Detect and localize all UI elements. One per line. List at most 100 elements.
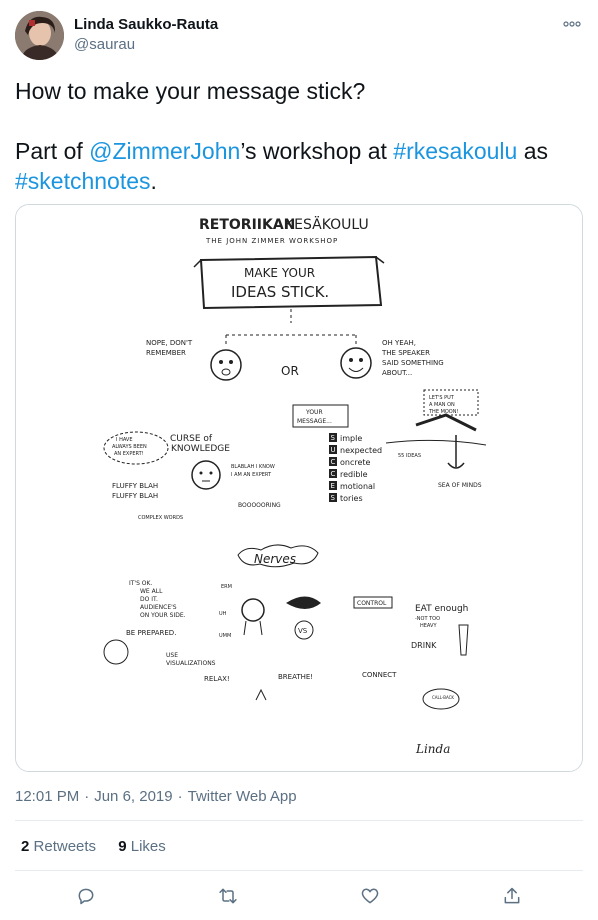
divider: [15, 820, 583, 821]
your-message-2: MESSAGE...: [297, 418, 332, 425]
callback-text: CALL-BACK: [432, 695, 454, 700]
tip-1d: AUDIENCE'S: [140, 604, 177, 611]
tip-1a: IT'S OK.: [129, 580, 152, 587]
tweet-source[interactable]: Twitter Web App: [187, 788, 297, 805]
success-letter: C: [331, 470, 336, 478]
banner-line-2: IDEAS STICK.: [231, 283, 329, 301]
author-name[interactable]: Linda Saukko-Rauta: [74, 16, 219, 33]
tweet-text: How to make your message stick? Part of …: [15, 76, 580, 196]
share-icon: [504, 887, 520, 904]
moon-2: A MAN ON: [429, 402, 455, 408]
moon-1: LET'S PUT: [429, 395, 455, 401]
nerves-title: Nerves: [254, 552, 296, 566]
like-button[interactable]: [355, 884, 385, 908]
tip-2: BE PREPARED.: [126, 629, 176, 637]
expert-1: I HAVE: [116, 437, 133, 443]
umm-text: UMM: [219, 633, 231, 639]
success-list: S imple U nexpected C oncrete C redible …: [329, 433, 382, 503]
brand-light: KESÄKOULU: [285, 215, 369, 233]
yeah-2: THE SPEAKER: [381, 349, 430, 357]
meta-separator: ·: [177, 788, 183, 805]
uh-text: UH: [219, 611, 227, 617]
tweet-image[interactable]: RETORIIKAN KESÄKOULU THE JOHN ZIMMER WOR…: [15, 204, 583, 772]
curse-1: CURSE of: [170, 434, 213, 444]
curse-2: KNOWLEDGE: [171, 444, 230, 454]
blah-1: FLUFFY BLAH: [112, 482, 158, 490]
tip-7: DRINK: [411, 641, 437, 650]
retweets-stat[interactable]: 2 Retweets: [21, 838, 96, 855]
text-fragment: .: [150, 168, 157, 194]
sketchnote-drawing: RETORIIKAN KESÄKOULU THE JOHN ZIMMER WOR…: [16, 205, 582, 771]
success-word: redible: [340, 470, 368, 479]
success-word: oncrete: [340, 458, 371, 467]
meta-separator: ·: [84, 788, 90, 805]
likes-stat[interactable]: 9 Likes: [118, 838, 166, 855]
know-2: I AM AN EXPERT: [231, 472, 272, 478]
tweet-meta: 12:01 PM·Jun 6, 2019·Twitter Web App: [15, 788, 297, 805]
share-button[interactable]: [497, 884, 527, 908]
tip-1e: ON YOUR SIDE.: [140, 612, 186, 619]
expert-3: AN EXPERT!: [114, 451, 144, 457]
tweet-line-2: Part of @ZimmerJohn’s workshop at #rkesa…: [15, 136, 580, 196]
success-letter: C: [331, 458, 336, 466]
tweet-actions: [15, 880, 583, 912]
success-letter: E: [331, 482, 335, 490]
avatar[interactable]: [15, 11, 64, 60]
likes-label: Likes: [130, 838, 166, 855]
like-icon: [361, 888, 379, 904]
text-fragment: ’s workshop at: [240, 138, 394, 164]
signature: Linda: [415, 742, 450, 756]
author-handle[interactable]: @saurau: [74, 36, 136, 53]
success-letter: S: [331, 434, 336, 442]
brand-bold: RETORIIKAN: [199, 217, 295, 233]
success-word: motional: [340, 482, 375, 491]
retweets-count: 2: [21, 838, 30, 855]
reply-button[interactable]: [71, 884, 101, 908]
retweets-label: Retweets: [33, 838, 97, 855]
success-word: tories: [340, 494, 363, 503]
more-options-button[interactable]: [559, 14, 585, 34]
retweet-button[interactable]: [213, 884, 243, 908]
success-letter: S: [331, 494, 336, 502]
avatar-image: [15, 11, 64, 60]
text-fragment: as: [517, 138, 549, 164]
retweet-icon: [219, 888, 237, 904]
boring-text: BOOOOORING: [238, 502, 281, 509]
tip-6: CONNECT: [362, 671, 397, 679]
blah-2: FLUFFY BLAH: [112, 492, 158, 500]
or-text: OR: [281, 364, 299, 378]
tip-3b: VISUALIZATIONS: [166, 660, 216, 667]
tip-8a: EAT enough: [415, 604, 468, 614]
tweet-time[interactable]: 12:01 PM: [15, 788, 80, 805]
success-letter: U: [331, 446, 336, 454]
success-word: nexpected: [340, 446, 382, 455]
control-text: CONTROL: [357, 600, 387, 607]
tweet-line-1: How to make your message stick?: [15, 78, 366, 104]
more-icon: [563, 21, 581, 27]
vs-text: VS: [298, 627, 308, 635]
hashtag-link[interactable]: #sketchnotes: [15, 168, 151, 194]
likes-count: 9: [118, 838, 127, 855]
tip-1c: DO IT.: [140, 596, 158, 603]
erm-text: ERM: [221, 584, 232, 590]
reply-icon: [78, 888, 94, 905]
hashtag-link[interactable]: #rkesakoulu: [393, 138, 518, 164]
yeah-4: ABOUT...: [382, 369, 412, 377]
tip-5: BREATHE!: [278, 673, 313, 681]
tip-3a: USE: [166, 652, 178, 659]
sea-text: SEA OF MINDS: [438, 482, 482, 489]
tip-8b: -NOT TOO: [415, 616, 440, 622]
your-message-1: YOUR: [305, 409, 323, 416]
divider: [15, 870, 583, 871]
tweet-date[interactable]: Jun 6, 2019: [94, 788, 173, 805]
ideas-text: 55 IDEAS: [398, 453, 421, 459]
sketch-subtitle: THE JOHN ZIMMER WORKSHOP: [205, 237, 338, 245]
nope-text-2: REMEMBER: [146, 349, 186, 357]
expert-2: ALWAYS BEEN: [112, 444, 147, 450]
tip-1b: WE ALL: [140, 588, 163, 595]
success-word: imple: [340, 434, 362, 443]
yeah-3: SAID SOMETHING: [382, 359, 444, 367]
tip-8c: HEAVY: [420, 623, 437, 629]
yeah-1: OH YEAH,: [382, 339, 416, 347]
mention-link[interactable]: @ZimmerJohn: [89, 138, 241, 164]
